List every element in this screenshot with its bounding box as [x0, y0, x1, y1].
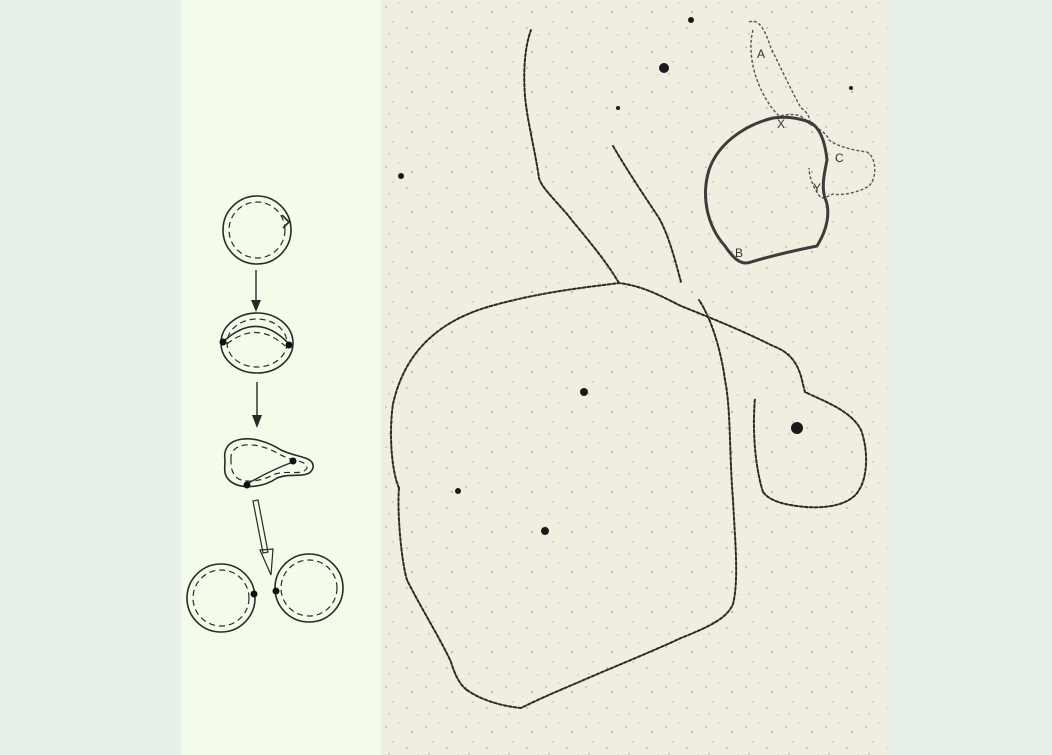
daughter-circle-right [273, 554, 344, 622]
tracing-label-y: Y [813, 181, 821, 195]
fork-lower [244, 482, 251, 489]
tracing-label-b: B [735, 246, 743, 260]
late-intermediate [225, 439, 313, 489]
electron-micrograph: A B C X Y [381, 0, 887, 755]
fork-upper [290, 458, 297, 465]
arrow-1-head [251, 300, 261, 312]
replication-fork-left [220, 339, 227, 346]
arrow-3 [253, 500, 273, 575]
tracing-label-c: C [835, 151, 844, 165]
micrograph-background [381, 0, 887, 755]
daughter-circle-left [187, 564, 258, 632]
arrow-2-head [252, 415, 262, 428]
replication-fork-right [286, 342, 293, 349]
tracing-label-x: X [777, 117, 785, 131]
tracing-label-a: A [757, 47, 765, 61]
replication-schematic-drawing [181, 0, 381, 755]
parent-circle [223, 196, 291, 264]
replication-schematic [181, 0, 381, 755]
micrograph-drawing: A B C X Y [381, 0, 887, 755]
figure: A B C X Y [181, 0, 887, 755]
theta-intermediate [220, 313, 294, 373]
